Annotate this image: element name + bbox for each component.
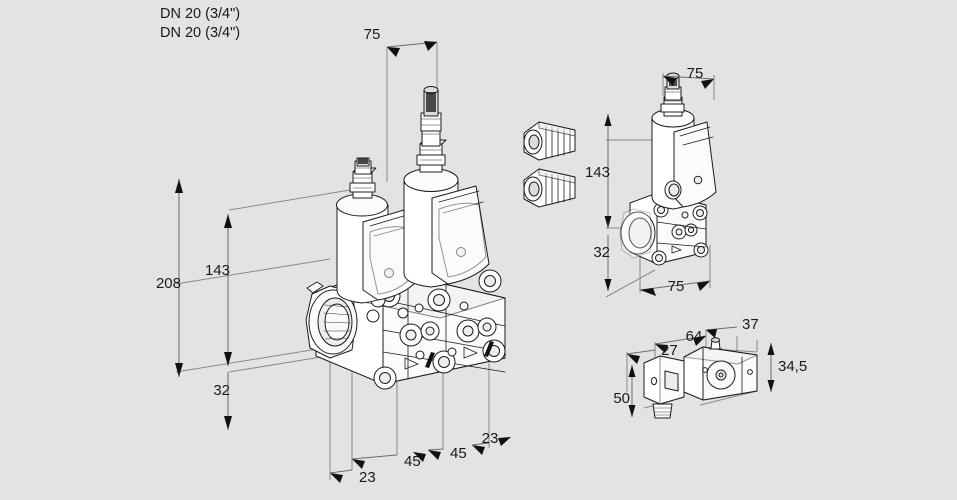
- dimension-detail-37: 37: [705, 316, 759, 338]
- dimension-coil-height: 143: [205, 214, 232, 366]
- dimension-value-50: 50: [613, 390, 630, 407]
- dimension-span-1: 23: [329, 469, 376, 486]
- side-elevation-view: [605, 72, 717, 298]
- dimension-value-34-5: 34,5: [778, 358, 807, 375]
- cable-gland-connector: [523, 168, 576, 208]
- dimension-side-bottom-width: 75: [639, 278, 711, 296]
- dimension-detail-34-5: 34,5: [767, 343, 807, 392]
- dimension-main-top-width: 75: [364, 26, 438, 57]
- dimension-value-143-side: 143: [585, 164, 610, 181]
- pressure-switch-detail-view: [626, 330, 758, 419]
- dimension-value-208: 208: [156, 275, 181, 292]
- dimension-detail-64: 64: [654, 328, 707, 353]
- thread-lines: [323, 304, 351, 340]
- dimension-value-32: 32: [213, 382, 230, 399]
- cable-gland-connector: [523, 121, 576, 161]
- main-isometric-view: [175, 42, 506, 480]
- dimension-value-45-b: 45: [450, 445, 467, 462]
- dimension-value-64: 64: [686, 328, 703, 345]
- flow-direction-arrow: [404, 352, 435, 370]
- header-label-dn20-2: DN 20 (3/4"): [160, 25, 240, 41]
- pressure-test-ports: [397, 301, 497, 360]
- dimension-side-body-height: 32: [593, 235, 612, 291]
- dimension-value-143: 143: [205, 262, 230, 279]
- dimension-span-3: 45: [413, 445, 467, 462]
- dimension-value-23-right: 23: [482, 430, 499, 447]
- cable-gland-connectors: [523, 121, 576, 208]
- dimension-value-75-side-bottom: 75: [668, 278, 685, 295]
- dimension-body-height: 32: [213, 372, 232, 430]
- valve-body: [305, 269, 506, 390]
- solenoid-coil-left: [336, 157, 417, 304]
- dimension-value-23-left: 23: [359, 469, 376, 486]
- solenoid-coil-right: [403, 86, 490, 288]
- dimension-span-2: 45: [351, 453, 421, 470]
- flow-direction-arrow: [463, 341, 494, 359]
- body-tab: [306, 281, 324, 294]
- dimension-value-75-top: 75: [364, 26, 381, 43]
- dimension-overall-height: 208: [156, 179, 183, 377]
- dimension-detail-50: 50: [613, 365, 636, 417]
- dimension-side-coil-height: 143: [585, 114, 612, 228]
- dimension-value-75-side-top: 75: [687, 65, 704, 82]
- header-label-dn20-1: DN 20 (3/4"): [160, 6, 240, 22]
- dimension-value-32-side: 32: [593, 244, 610, 261]
- dimension-span-4: 23: [471, 430, 511, 455]
- dimension-value-37: 37: [742, 316, 759, 333]
- dimension-side-top-width: 75: [662, 65, 715, 89]
- dimension-value-45-a: 45: [404, 453, 421, 470]
